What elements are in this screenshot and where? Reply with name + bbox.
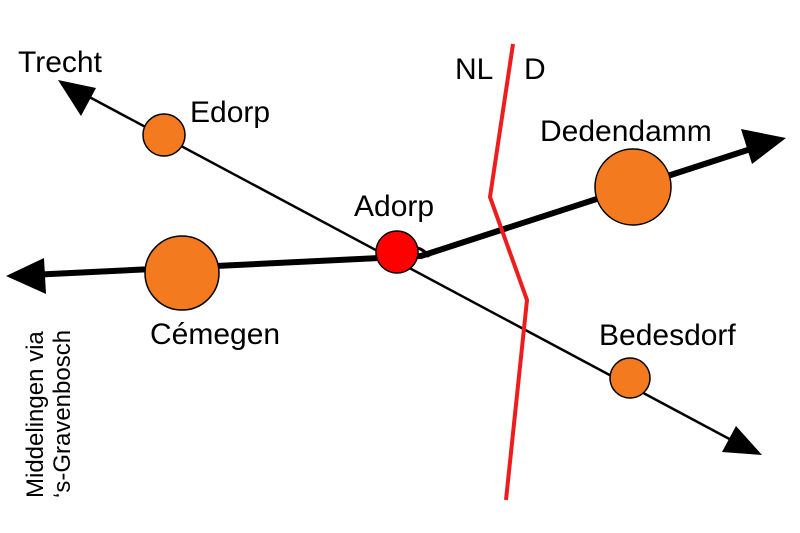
dedendamm-arrowhead bbox=[741, 129, 786, 164]
town-adorp-marker bbox=[375, 230, 419, 274]
town-adorp-label: Adorp bbox=[354, 190, 434, 223]
border-d-label: D bbox=[524, 53, 546, 86]
town-bedesdorf-label: Bedesdorf bbox=[599, 319, 736, 352]
town-cemegen-label: Cémegen bbox=[150, 318, 280, 351]
town-edorp-label: Edorp bbox=[190, 96, 270, 129]
town-cemegen-marker bbox=[144, 235, 220, 311]
destination-middelingen-line1: Middelingen via bbox=[22, 331, 49, 498]
town-dedendamm-label: Dedendamm bbox=[540, 115, 712, 148]
border-nl-label: NL bbox=[455, 53, 493, 86]
town-edorp-marker bbox=[142, 113, 186, 157]
bedesdorf-arrowhead bbox=[722, 426, 762, 455]
border-line bbox=[487, 43, 530, 501]
destination-middelingen-line2: ‘s-Gravenbosch bbox=[49, 330, 76, 498]
middelingen-arrowhead bbox=[6, 258, 46, 294]
destination-trecht-label: Trecht bbox=[18, 46, 103, 79]
town-dedendamm-marker bbox=[594, 148, 672, 226]
town-bedesdorf-marker bbox=[609, 357, 651, 399]
trecht-arrowhead bbox=[58, 80, 96, 116]
